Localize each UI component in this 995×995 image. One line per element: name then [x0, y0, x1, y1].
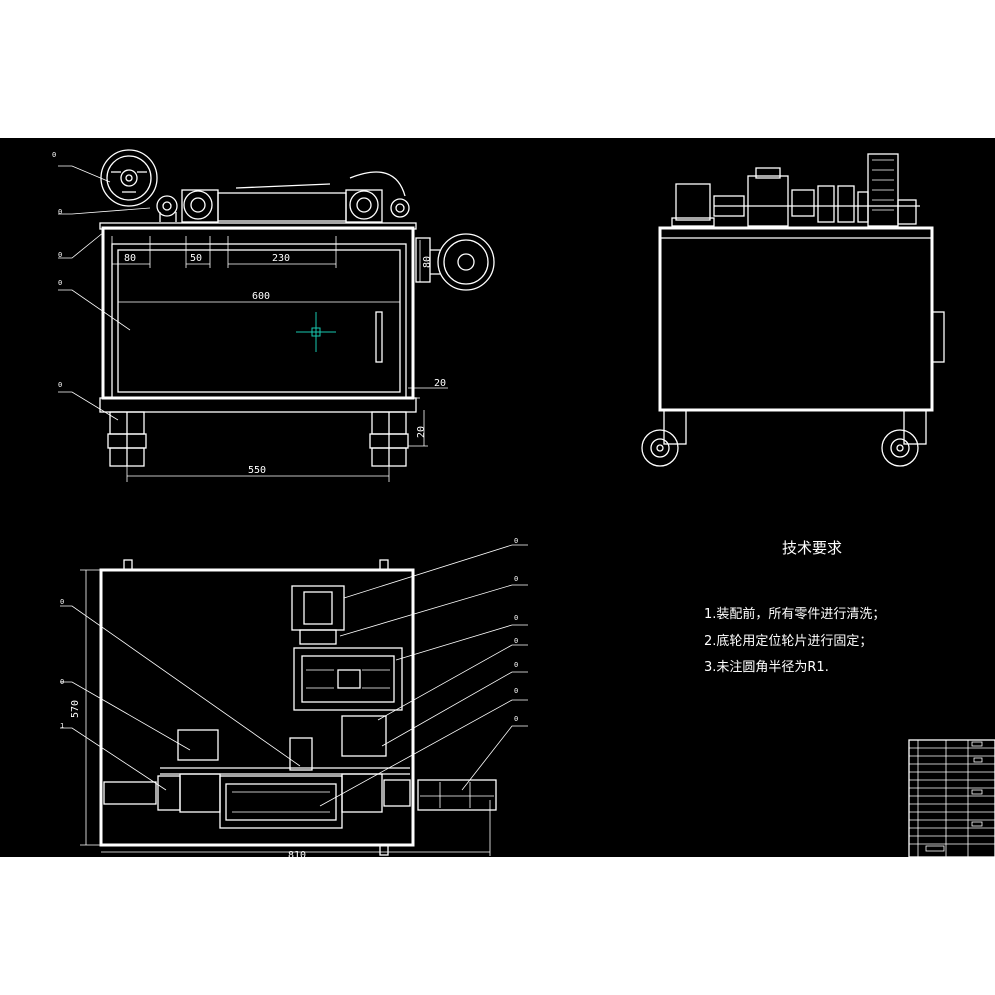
- top-gearbox: [293, 647, 403, 711]
- reel-left: [100, 149, 158, 207]
- requirement-item: 2.底轮用定位轮片进行固定；: [704, 633, 872, 649]
- dim-20-horizontal: 20: [434, 378, 446, 389]
- dim-230: 230: [272, 253, 290, 264]
- balloon-label: 0: [514, 715, 518, 723]
- rollers-top: [156, 171, 410, 223]
- cabinet-base: [99, 397, 417, 413]
- door-handle: [375, 311, 383, 363]
- side-cabinet-outline: [658, 226, 934, 412]
- side-handle: [931, 311, 945, 363]
- cabinet-door: [111, 243, 407, 399]
- reel-right: [415, 233, 495, 291]
- front-view: 80 50 230 600 80 20 20 550 0 0 0 0 0: [52, 149, 495, 482]
- side-gearbox: [747, 175, 789, 227]
- balloon-label: 0: [58, 208, 62, 216]
- crosshair-cursor: [296, 312, 336, 352]
- balloon-label: 0: [58, 279, 62, 287]
- requirements-title: 技术要求: [782, 539, 842, 557]
- balloon-label: 0: [52, 151, 56, 159]
- balloon-label: 0: [514, 537, 518, 545]
- caster-left: [107, 411, 147, 467]
- title-block: [908, 739, 995, 858]
- requirement-item: 1.装配前，所有零件进行清洗；: [704, 606, 885, 622]
- side-caster-right: [881, 409, 927, 467]
- front-dimension-lines: [111, 236, 448, 482]
- top-view: 570 810 0 0 1 0 0 0 0 0 0 0: [60, 537, 528, 861]
- dim-80-top: 80: [124, 253, 136, 264]
- top-reel: [417, 779, 497, 811]
- front-leaders: [58, 165, 151, 421]
- dim-50: 50: [190, 253, 202, 264]
- caster-right: [369, 411, 409, 467]
- balloon-label: 0: [514, 637, 518, 645]
- dim-20-vertical: 20: [416, 426, 427, 438]
- cabinet-outline: [101, 226, 415, 400]
- top-roller-1: [103, 781, 157, 805]
- balloon-label: 0: [514, 687, 518, 695]
- balloon-label: 0: [60, 598, 64, 606]
- dim-810: 810: [288, 850, 306, 861]
- technical-requirements: 技术要求 1.装配前，所有零件进行清洗； 2.底轮用定位轮片进行固定； 3.未注…: [704, 539, 885, 675]
- dim-600: 600: [252, 291, 270, 302]
- balloon-label: 1: [60, 722, 64, 730]
- top-plate: [99, 222, 417, 230]
- requirement-item: 3.未注圆角半径为R1.: [704, 660, 829, 675]
- top-coupling-right: [341, 715, 387, 757]
- drawing-sheet[interactable]: [0, 138, 995, 857]
- side-motor: [675, 183, 711, 221]
- side-view: [641, 153, 945, 467]
- dim-570: 570: [70, 700, 81, 718]
- balloon-label: 0: [514, 661, 518, 669]
- balloon-label: 0: [514, 575, 518, 583]
- dim-80-side: 80: [422, 256, 433, 268]
- balloon-label: 0: [60, 678, 64, 686]
- cabinet-inner-panel: [117, 249, 401, 393]
- balloon-label: 0: [58, 251, 62, 259]
- side-caster-left: [641, 409, 687, 467]
- side-reel-frame: [867, 153, 899, 227]
- top-view-outline: [99, 568, 415, 847]
- top-coupling-left: [177, 729, 219, 761]
- dim-550: 550: [248, 465, 266, 476]
- balloon-label: 0: [58, 381, 62, 389]
- balloon-label: 0: [514, 614, 518, 622]
